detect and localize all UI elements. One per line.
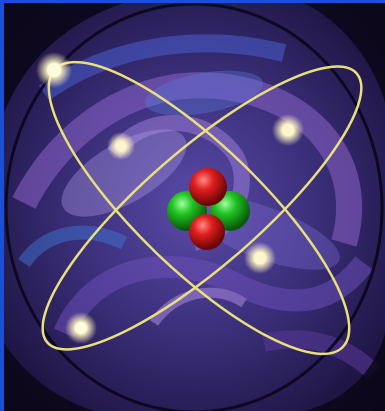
atom-picture: [4, 3, 385, 411]
proton: [189, 214, 225, 250]
proton: [189, 168, 227, 206]
atom-illustration: [4, 3, 385, 411]
